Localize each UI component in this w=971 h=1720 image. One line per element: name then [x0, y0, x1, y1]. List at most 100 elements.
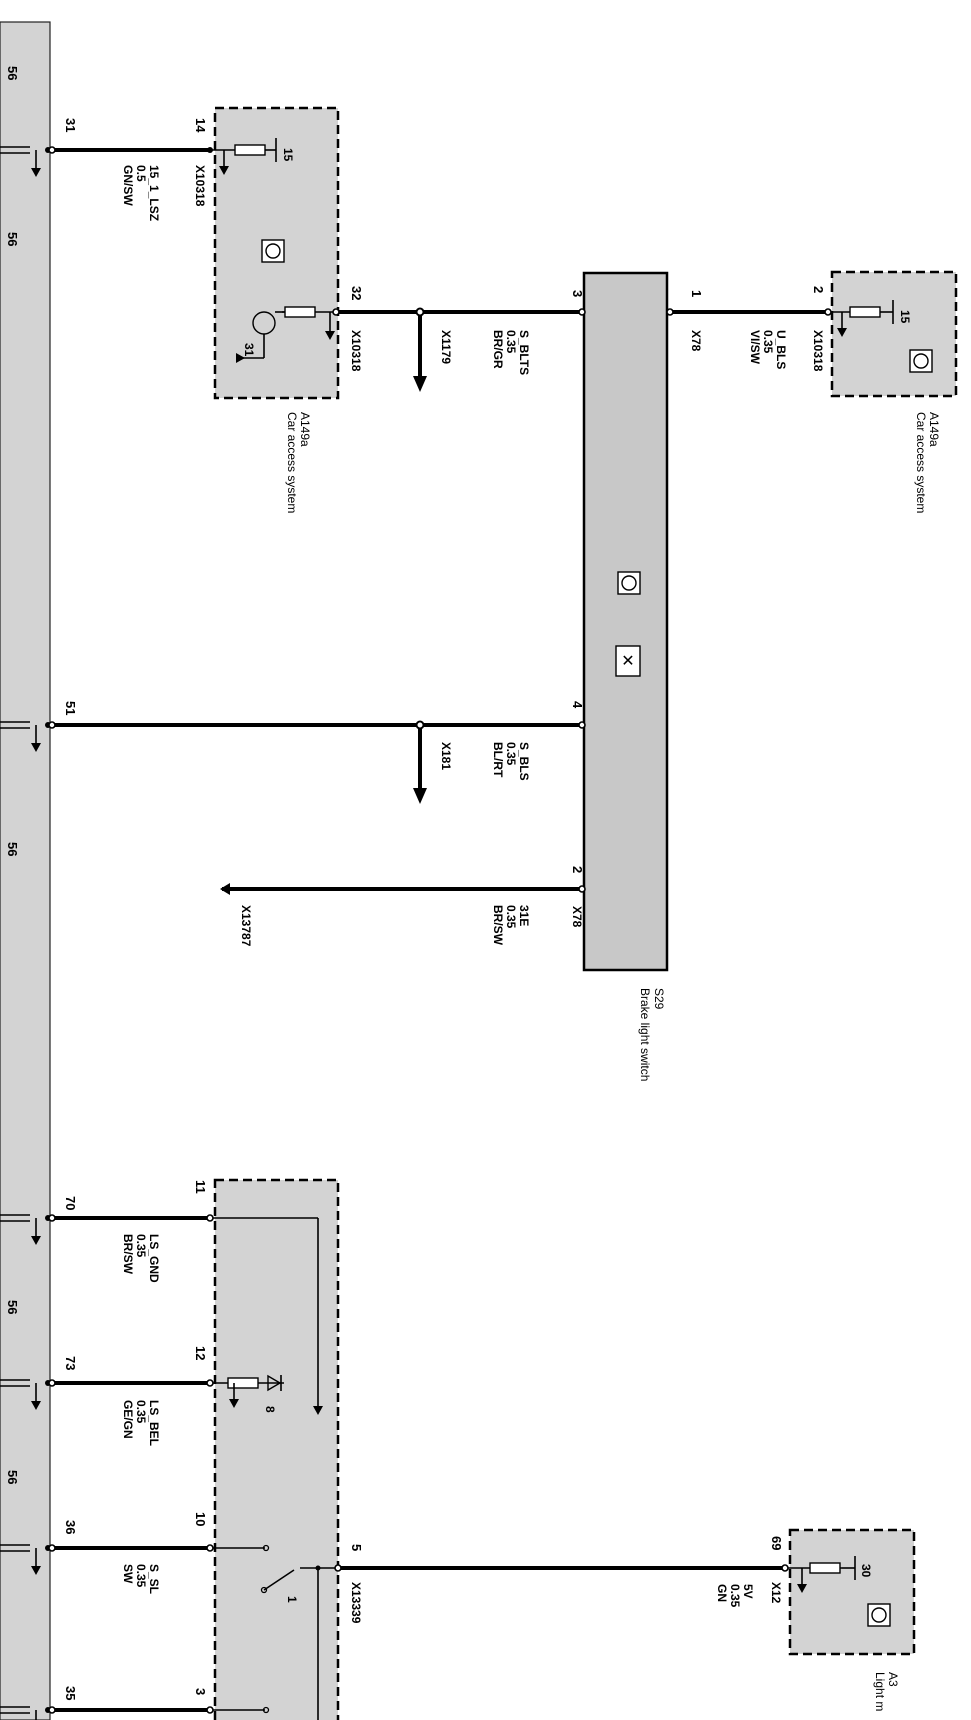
connector-x10318-top: X10318 [193, 165, 207, 207]
connector-x10318: X10318 [811, 330, 825, 372]
connector-x78-pin1: X78 [689, 330, 703, 352]
wire-size: 0.35 [504, 742, 518, 766]
pin-14: 14 [193, 118, 208, 133]
wire-s-blts: X1179 S_BLTS 0.35 BR/GR [338, 307, 580, 392]
wire-s-sl: 36 S_SL 0.35 SW [50, 1520, 210, 1594]
switch-x-icon [615, 645, 641, 677]
module-pin-symbols [0, 146, 51, 1720]
wire-color: BR/SW [491, 905, 505, 946]
left-module: 56 56 56 56 56 54 [0, 21, 51, 1720]
wire-size: 0.35 [134, 1234, 148, 1258]
wire-size: 0.5 [134, 165, 148, 182]
pin-2: 2 [811, 286, 826, 293]
wire-color: GE/GN [121, 1400, 135, 1439]
module-fragment-4: 56 [5, 1300, 20, 1314]
module-pin-symbol [0, 1214, 51, 1245]
component-id-s29: S29 [652, 988, 666, 1010]
control-unit-icon [261, 239, 285, 263]
light-switch-block: 8 1 11 12 10 3 5 X13339 [193, 1178, 364, 1720]
wire-size: 0.35 [134, 1564, 148, 1588]
wire-15-1-lsz: 31 15_1_LSZ 0.5 GN/SW [50, 118, 213, 221]
wire-5v: 5V 0.35 GN [338, 1566, 785, 1608]
pin-11: 11 [193, 1180, 208, 1194]
wire-size: 0.35 [134, 1400, 148, 1424]
pin-10: 10 [193, 1512, 208, 1526]
component-name-a3: Light m [873, 1672, 887, 1711]
led-icon [267, 1374, 282, 1392]
wire-signal: U_BLS [774, 330, 788, 369]
ground-terminal-label: 31 [242, 343, 256, 357]
connector-x78-pin2: X78 [570, 906, 584, 928]
connector-x10318-right: X10318 [349, 330, 363, 372]
wire-color: BR/GR [491, 330, 505, 369]
car-access-system-right: 15 2 X10318 A149a Car access system [811, 270, 958, 513]
wire-color: BL/RT [491, 742, 505, 778]
pin-1: 1 [689, 290, 704, 297]
pin-4: 4 [570, 701, 585, 709]
pin-nodes [48, 146, 832, 1714]
brake-light-switch: ✕ 3 1 X78 4 2 X78 S29 Brake light switch [570, 271, 704, 1081]
wire-size: 0.35 [504, 330, 518, 354]
wire-u-bls: U_BLS 0.35 VI/SW [670, 310, 828, 369]
wire-signal: 5V [741, 1584, 755, 1599]
component-id-a3: A3 [886, 1672, 900, 1687]
wire-color: GN/SW [121, 165, 135, 206]
wire-color: SW [121, 1564, 135, 1584]
control-unit-icon [867, 1603, 891, 1627]
module-fragment-5: 56 [5, 1470, 20, 1484]
component-id-a149a-left: A149a [298, 412, 312, 447]
pin-3: 3 [570, 290, 585, 297]
pin-3-ls: 3 [193, 1688, 208, 1695]
switch-contact-icon [263, 1569, 295, 1591]
component-name-right: Car access system [914, 412, 928, 513]
wire-color: VI/SW [748, 330, 762, 365]
pin-5: 5 [349, 1544, 364, 1551]
component-name-s29: Brake light switch [638, 988, 652, 1081]
control-unit-icon [617, 571, 641, 595]
wire-s-bls: 51 X181 S_BLS 0.35 BL/RT [50, 701, 580, 804]
component-number-1: 1 [285, 1596, 299, 1603]
module-fragment-1: 56 [5, 66, 20, 80]
pin-12: 12 [193, 1346, 208, 1360]
pin-69: 69 [769, 1536, 784, 1550]
component-number-8: 8 [263, 1406, 277, 1413]
wire-signal: LS_BEL [147, 1400, 161, 1446]
pin-2: 2 [570, 866, 585, 873]
wire-31e: X13787 31E 0.35 BR/SW [220, 883, 580, 947]
wire-pin-35-label: 35 [63, 1686, 78, 1700]
wire-pin-70: 70 [63, 1196, 78, 1210]
wire-pin-73: 73 [63, 1356, 78, 1370]
connector-x13339: X13339 [349, 1582, 363, 1624]
component-id-a149a-right: A149a [927, 412, 941, 447]
module-pin-symbol [0, 1544, 51, 1575]
wire-pin-51: 51 [63, 701, 78, 715]
wire-size: 0.35 [761, 330, 775, 354]
wire-signal: 31E [517, 905, 531, 926]
wire-pin-36: 36 [63, 1520, 78, 1534]
wire-color: BR/SW [121, 1234, 135, 1275]
wire-size: 0.35 [728, 1584, 742, 1608]
ground-x13787: X13787 [239, 905, 253, 947]
connector-x12: X12 [769, 1582, 783, 1604]
svg-text:✕: ✕ [621, 653, 634, 670]
module-pin-symbol [0, 146, 51, 177]
component-name-left: Car access system [285, 412, 299, 513]
module-fragment-2: 56 [5, 232, 20, 246]
wire-pin-35: 35 [50, 1686, 210, 1712]
light-module: 30 69 X12 A3 Light m [769, 1528, 916, 1711]
wire-ls-bel: 73 LS_BEL 0.35 GE/GN [50, 1356, 210, 1446]
wire-signal: S_SL [147, 1564, 161, 1594]
wire-signal: S_BLTS [517, 330, 531, 375]
wire-color: GN [715, 1584, 729, 1602]
wire-signal: 15_1_LSZ [147, 165, 161, 221]
module-pin-symbol [0, 1706, 51, 1720]
wire-signal: S_BLS [517, 742, 531, 781]
wire-ls-gnd: 70 LS_GND 0.35 BR/SW [50, 1196, 210, 1283]
supply-terminal-30-label: 30 [859, 1564, 873, 1578]
splice-x181: X181 [439, 742, 453, 770]
supply-terminal-15-label: 15 [281, 148, 295, 162]
wire-pin-31: 31 [63, 118, 78, 132]
wire-signal: LS_GND [147, 1234, 161, 1283]
pin-32: 32 [349, 286, 364, 300]
